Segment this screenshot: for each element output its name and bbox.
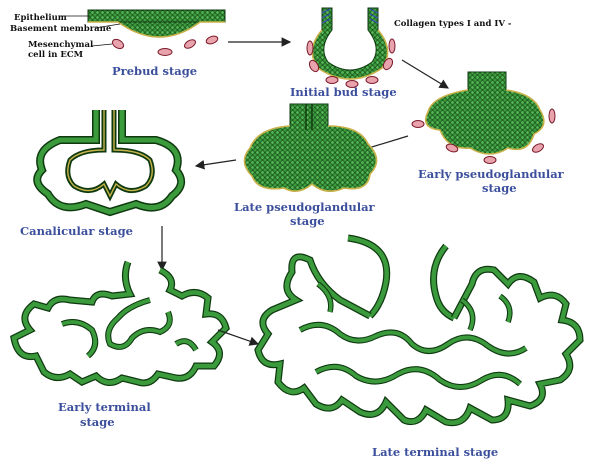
mesenchymal-cell [389,39,395,53]
late-pseudoglandular-label-line2: stage [290,214,325,228]
arrow-early-to-late-terminal [218,330,258,344]
early-pseudoglandular-label-line1: Early pseudoglandular [418,167,565,181]
basement-membrane-label: Basement membrane [10,24,112,34]
early-terminal-label-line1: Early terminal [58,400,151,414]
early-pseudoglandular-figure: Early pseudoglandular stage [412,72,565,195]
mesenchymal-cell [484,157,496,164]
prebud-stage-label: Prebud stage [112,64,197,78]
collagen-label: Collagen types I and IV - [394,19,512,29]
canalicular-label: Canalicular stage [20,224,133,238]
arrow-late-pseudo-to-canalicular [196,160,236,166]
mesenchymal-cell [158,49,172,56]
late-pseudoglandular-label-line1: Late pseudoglandular [234,200,376,214]
mesenchymal-label-line1: Mesenchymal [28,40,94,50]
prebud-stage-figure: Epithelium Basement membrane Mesenchymal… [10,10,225,78]
mesenchymal-cell [531,142,545,154]
mesenchymal-cell [111,38,125,51]
arrow-initial-to-early-pseudo [402,60,448,88]
mesenchymal-cell [205,35,219,46]
canalicular-figure: Canalicular stage [20,110,181,238]
early-terminal-figure: Early terminal stage [14,262,226,429]
early-pseudoglandular-label-line2: stage [482,181,517,195]
late-pseudoglandular-figure: Late pseudoglandular stage [234,104,377,228]
early-terminal-label-line2: stage [80,415,115,429]
mesenchymal-cell [326,77,338,84]
mesenchymal-cell [183,38,197,50]
mesenchymal-label-line2: cell in ECM [28,50,84,60]
mesenchymal-cell [412,121,424,128]
mesenchymal-cell [549,109,555,123]
late-terminal-label: Late terminal stage [372,445,498,459]
late-terminal-figure: Late terminal stage [258,238,580,459]
mesenchymal-cell [307,41,313,55]
initial-bud-label: Initial bud stage [290,85,397,99]
mesenchymal-cell [366,77,378,84]
epithelium-label: Epithelium [14,13,67,23]
